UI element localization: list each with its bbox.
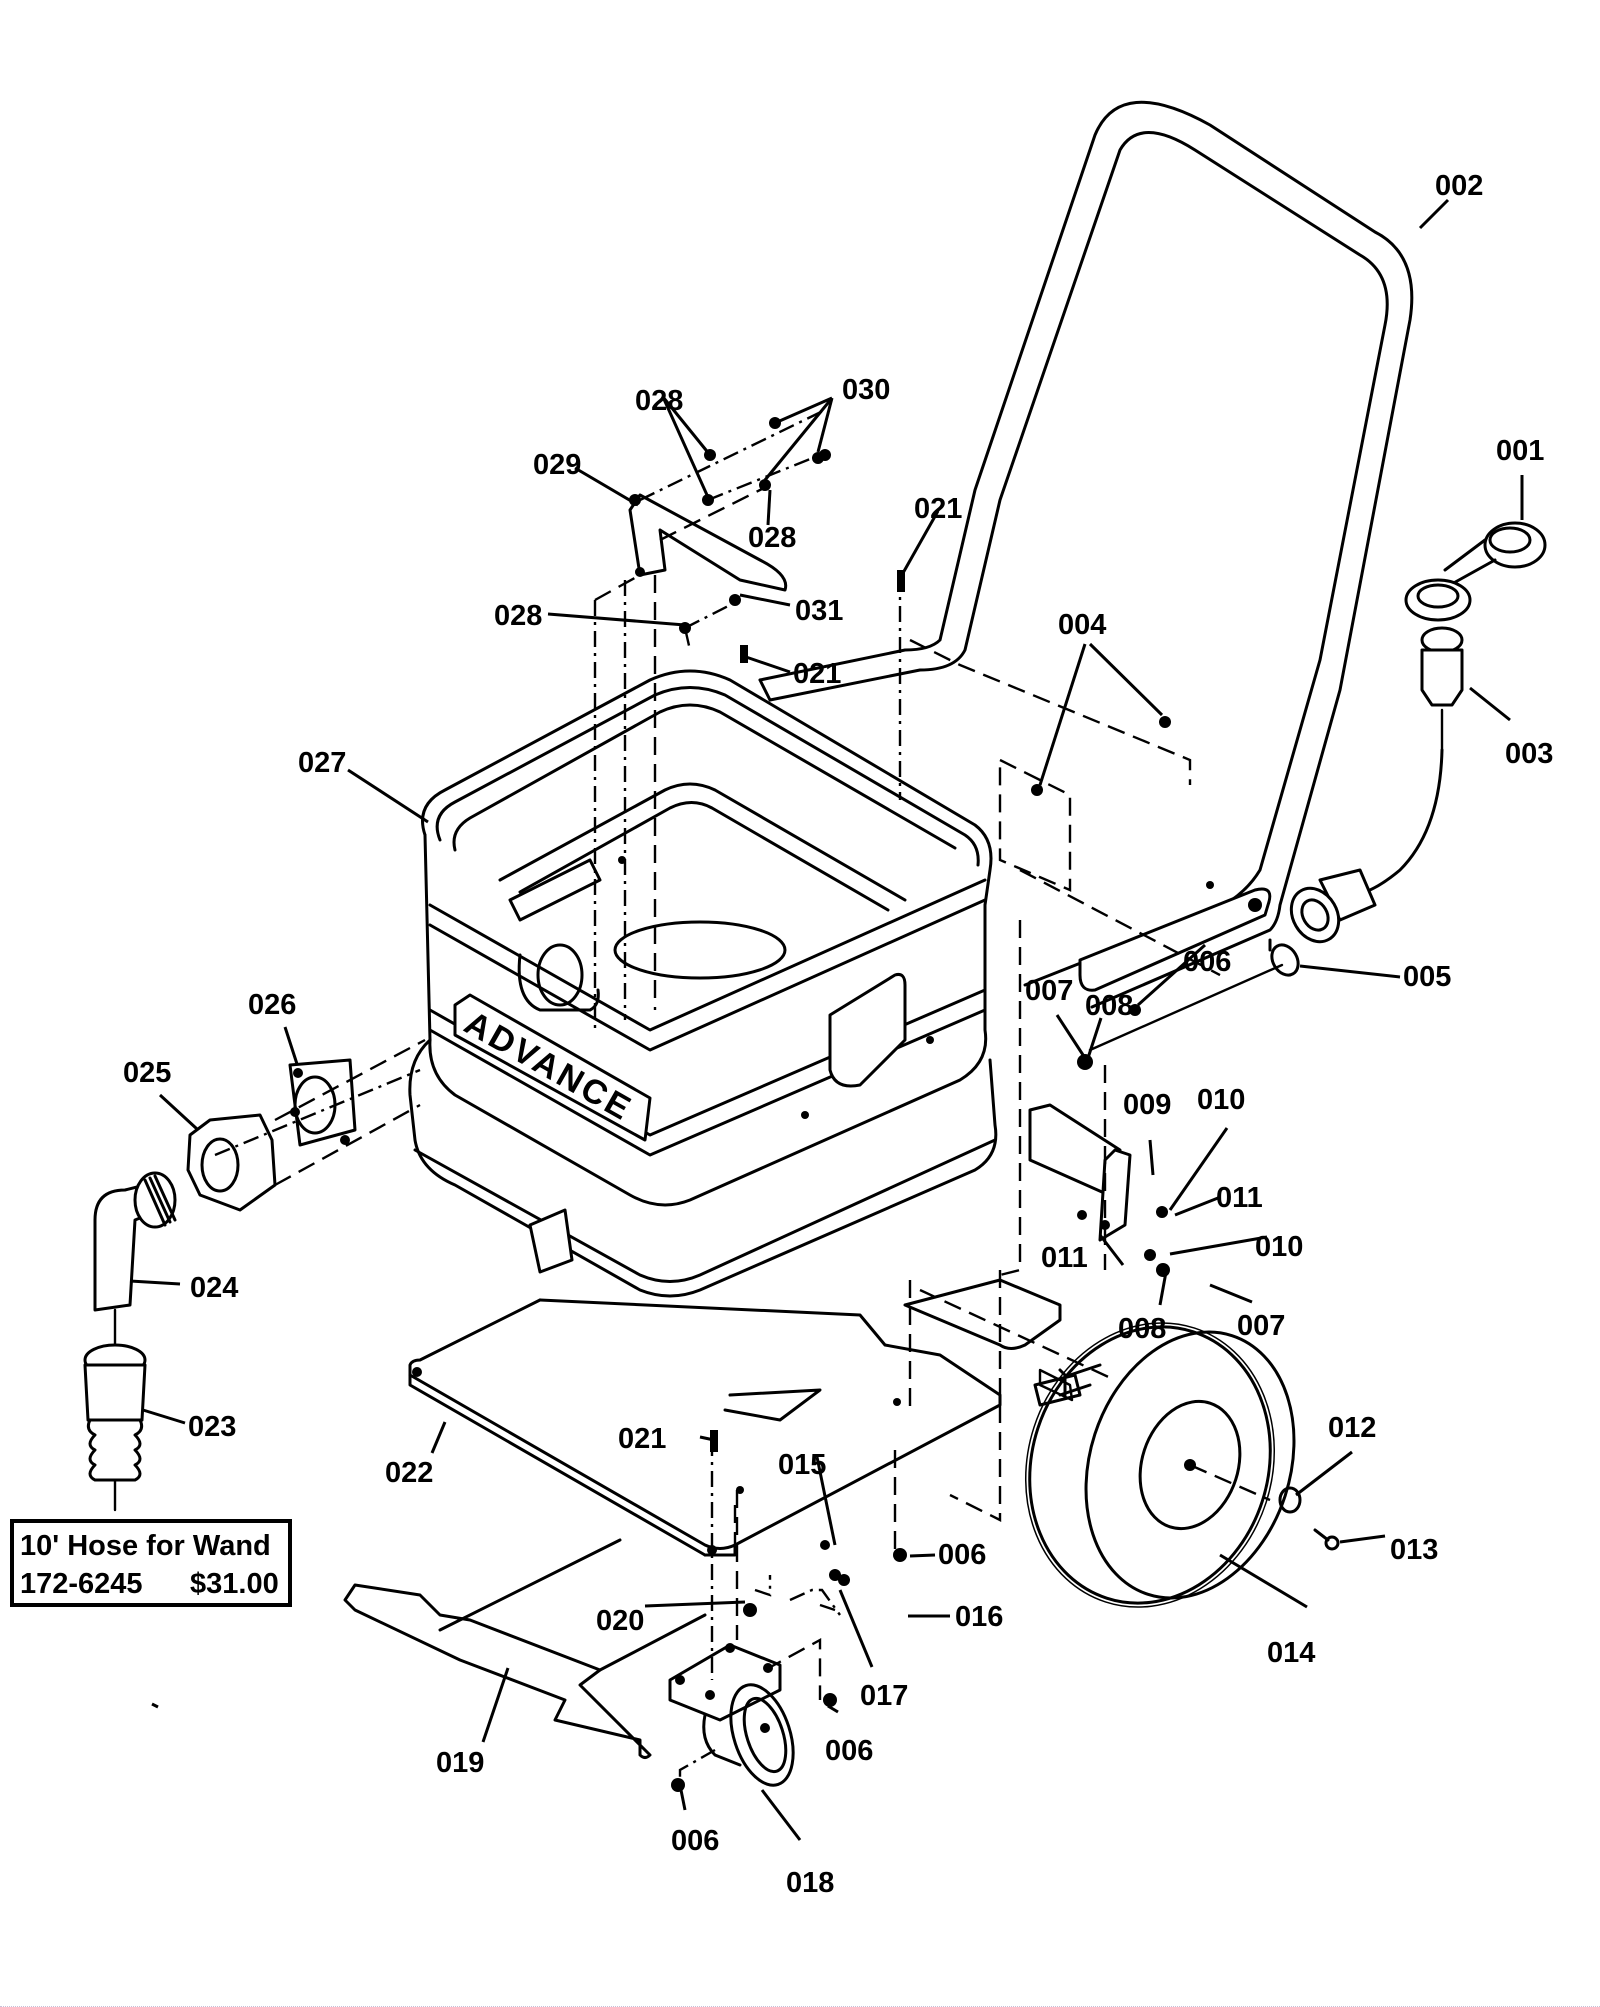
recovery-tank-027: ADVANCE xyxy=(408,669,998,1298)
callout-019: 019 xyxy=(436,1747,484,1779)
callout-008: 008 xyxy=(1118,1313,1166,1345)
callout-009: 009 xyxy=(1123,1089,1171,1121)
callout-013: 013 xyxy=(1390,1534,1438,1566)
callout-024: 024 xyxy=(190,1272,238,1304)
callout-006: 006 xyxy=(938,1539,986,1571)
callout-015: 015 xyxy=(778,1449,826,1481)
leader-lines xyxy=(129,198,1524,1841)
callout-027: 027 xyxy=(298,747,346,779)
callout-001: 001 xyxy=(1496,435,1544,467)
callout-021: 021 xyxy=(793,658,841,690)
callout-011: 011 xyxy=(1041,1242,1088,1274)
callout-028: 028 xyxy=(494,600,542,632)
callout-028: 028 xyxy=(635,385,683,417)
callout-012: 012 xyxy=(1328,1412,1376,1444)
callout-008: 008 xyxy=(1085,990,1133,1022)
axle-bracket-009 xyxy=(1028,1103,1132,1242)
fasteners xyxy=(671,417,1171,1792)
callout-010: 010 xyxy=(1255,1231,1303,1263)
brand-text: ADVANCE xyxy=(458,1004,639,1129)
callout-labels: 001 002 003 004 005 006 006 006 006 007 … xyxy=(123,170,1553,1899)
callout-021: 021 xyxy=(618,1423,666,1455)
callout-003: 003 xyxy=(1505,738,1553,770)
caster-018 xyxy=(668,1643,795,1787)
drain-assembly xyxy=(83,1038,426,1512)
callout-021: 021 xyxy=(914,493,962,525)
callout-002: 002 xyxy=(1435,170,1483,202)
hose-fitting-assembly xyxy=(1088,521,1547,1052)
assembly-lines xyxy=(593,408,1221,1785)
callout-017: 017 xyxy=(860,1680,908,1712)
callout-007: 007 xyxy=(1237,1310,1285,1342)
hose-description: 10' Hose for Wand xyxy=(20,1530,271,1562)
callout-029: 029 xyxy=(533,449,581,481)
base-plate-022 xyxy=(408,1278,1074,1557)
callout-028: 028 xyxy=(748,522,796,554)
handle-002 xyxy=(758,100,1414,1009)
callout-006: 006 xyxy=(1183,946,1231,978)
callout-014: 014 xyxy=(1267,1637,1315,1669)
bumper-019 xyxy=(343,1538,707,1759)
callout-022: 022 xyxy=(385,1457,433,1489)
callout-010: 010 xyxy=(1197,1084,1245,1116)
callout-023: 023 xyxy=(188,1411,236,1443)
callout-004: 004 xyxy=(1058,609,1106,641)
callout-026: 026 xyxy=(248,989,296,1021)
hose-price-box: 10' Hose for Wand 172-6245 $31.00 xyxy=(10,1519,292,1607)
callout-006: 006 xyxy=(671,1825,719,1857)
callout-007: 007 xyxy=(1025,975,1073,1007)
hose-part-number: 172-6245 xyxy=(20,1568,143,1600)
hose-part-row: 172-6245 $31.00 xyxy=(20,1565,288,1603)
hose-price: $31.00 xyxy=(190,1568,279,1600)
callout-018: 018 xyxy=(786,1867,834,1899)
callout-025: 025 xyxy=(123,1057,171,1089)
wheel-014 xyxy=(1024,1322,1340,1608)
callout-020: 020 xyxy=(596,1605,644,1637)
callout-005: 005 xyxy=(1403,961,1451,993)
callout-030: 030 xyxy=(842,374,890,406)
callout-011: 011 xyxy=(1216,1182,1263,1214)
callout-006: 006 xyxy=(825,1735,873,1767)
callout-031: 031 xyxy=(795,595,843,627)
callout-016: 016 xyxy=(955,1601,1003,1633)
